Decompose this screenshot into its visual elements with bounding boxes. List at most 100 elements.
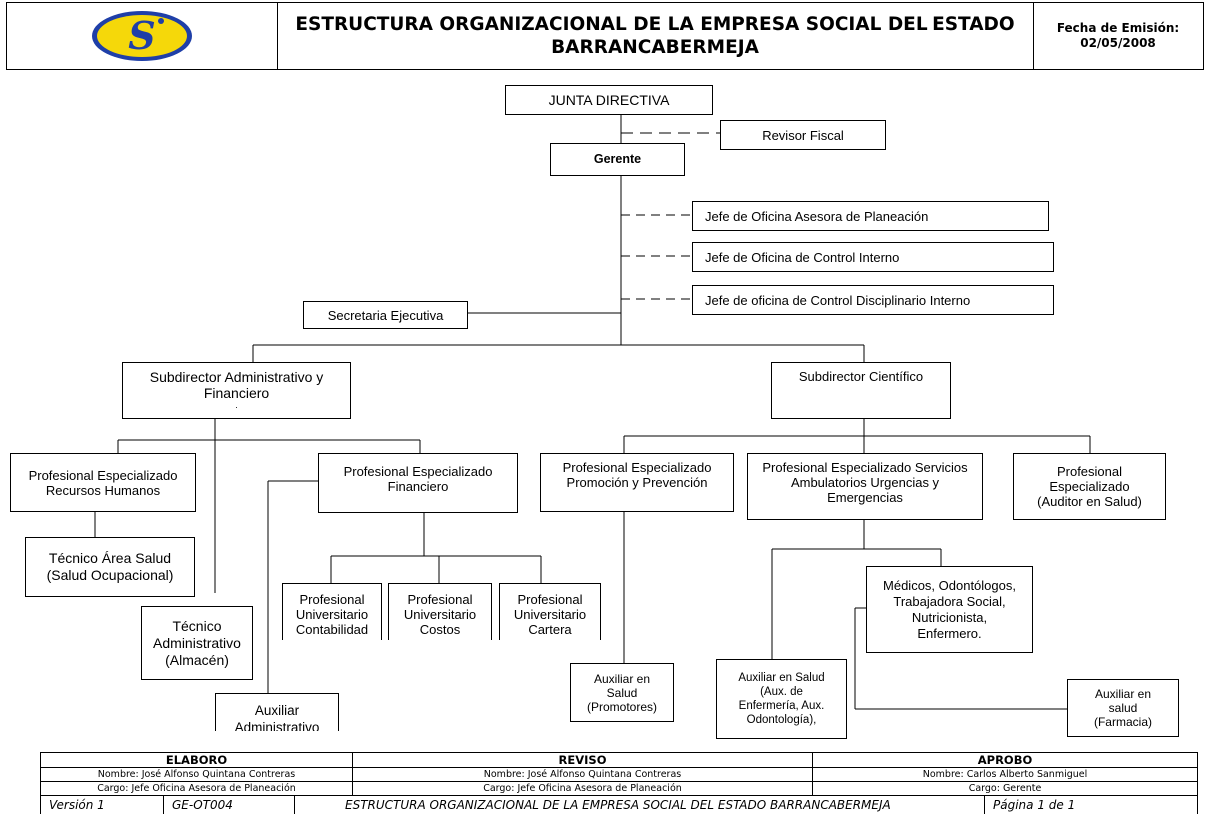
aux-admin-line-1: Auxiliar	[254, 703, 300, 718]
pu-cost-line-3: Costos	[419, 622, 461, 637]
pu-cont-line-3: Contabilidad	[295, 622, 369, 637]
pe-aud-line-2: Especializado	[1049, 479, 1130, 494]
revisor-fiscal-box: Revisor Fiscal	[720, 120, 886, 150]
sub-admin-line-1: Subdirector Administrativo y	[149, 369, 324, 385]
jefe-planeacion-label: Jefe de Oficina Asesora de Planeación	[705, 208, 929, 224]
pu-cart-line-2: Universitario	[513, 607, 587, 622]
jefe-control-interno-box: Jefe de Oficina de Control Interno	[692, 242, 1054, 272]
pe-amb-line-3: Emergencias	[827, 490, 903, 505]
company-logo: S	[92, 11, 192, 61]
pe-rrhh-line-2: Recursos Humanos	[45, 482, 161, 498]
pe-aud-line-1: Profesional	[1056, 464, 1123, 479]
secretaria-ejecutiva-label: Secretaria Ejecutiva	[327, 307, 444, 323]
tec-admin-line-2: Administrativo	[153, 634, 241, 651]
pe-amb-line-2: Ambulatorios Urgencias y	[790, 475, 940, 490]
issue-date-value: 02/05/2008	[1080, 36, 1156, 50]
pe-prom-line-1: Profesional Especializado	[562, 460, 712, 475]
version-strip: Versión 1 GE-OT004 ESTRUCTURA ORGANIZACI…	[40, 796, 1198, 814]
aprobo-nombre: Nombre: Carlos Alberto Sanmiguel	[813, 768, 1197, 782]
reviso-cargo: Cargo: Jefe Oficina Asesora de Planeació…	[483, 783, 682, 794]
pe-fin-line-2: Financiero	[387, 479, 449, 494]
jefe-planeacion-box: Jefe de Oficina Asesora de Planeación	[692, 201, 1049, 231]
reviso-column: REVISO Nombre: José Alfonso Quintana Con…	[353, 753, 813, 795]
pu-cont-line-2: Universitario	[295, 607, 369, 622]
tec-salud-line-2: (Salud Ocupacional)	[46, 567, 174, 583]
medicos-line-2: Trabajadora Social,	[893, 593, 1006, 609]
version-label: Versión 1	[49, 798, 105, 812]
aux-enf-line-4: Odontología),	[746, 714, 817, 726]
sub-admin-line-2: Financiero	[203, 385, 270, 401]
logo-letter: S	[128, 13, 155, 58]
aux-prom-line-3: (Promotores)	[586, 699, 657, 714]
medicos-line-3: Nutricionista,	[911, 609, 988, 625]
subdirector-cientifico-label: Subdirector Científico	[798, 369, 924, 384]
reviso-title: REVISO	[353, 753, 812, 768]
reviso-nombre: Nombre: José Alfonso Quintana Contreras	[353, 768, 812, 782]
approval-table: ELABORO Nombre: José Alfonso Quintana Co…	[40, 752, 1198, 796]
elaboro-nombre: Nombre: José Alfonso Quintana Contreras	[41, 768, 352, 782]
pe-rrhh-line-1: Profesional Especializado	[28, 467, 178, 483]
aprobo-column: APROBO Nombre: Carlos Alberto Sanmiguel …	[813, 753, 1197, 795]
pu-cont-line-1: Profesional	[299, 592, 365, 607]
aux-farm-line-1: Auxiliar en	[1094, 687, 1151, 701]
issue-date-label: Fecha de Emisión:	[1056, 21, 1180, 35]
jefe-control-disciplinario-label: Jefe de oficina de Control Disciplinario…	[705, 292, 971, 308]
title-line-2: ESTADO BARRANCABERMEJA	[551, 14, 1015, 58]
tec-salud-line-1: Técnico Área Salud	[48, 550, 172, 566]
document-title: ESTRUCTURA ORGANIZACIONAL DE LA EMPRESA …	[277, 3, 1034, 69]
tec-admin-line-1: Técnico	[172, 617, 222, 634]
sub-admin-line-3: .	[235, 400, 238, 410]
pu-cost-line-1: Profesional	[407, 592, 473, 607]
tec-admin-line-3: (Almacén)	[165, 651, 229, 668]
aux-admin-line-2: Administrativo	[234, 720, 320, 731]
revisor-fiscal-label: Revisor Fiscal	[762, 127, 844, 143]
medicos-line-4: Enfermero.	[917, 625, 982, 641]
aprobo-title: APROBO	[813, 753, 1197, 768]
junta-directiva-box: JUNTA DIRECTIVA	[505, 85, 713, 115]
document-header: S ESTRUCTURA ORGANIZACIONAL DE LA EMPRES…	[6, 2, 1204, 70]
issue-date: Fecha de Emisión: 02/05/2008	[1033, 3, 1203, 69]
page-number: Página 1 de 1	[984, 796, 1075, 814]
tecnico-area-salud-box: Técnico Área Salud(Salud Ocupacional)	[25, 537, 195, 597]
medicos-line-1: Médicos, Odontólogos,	[883, 577, 1016, 593]
subdirector-cientifico-box: Subdirector Científico	[771, 362, 951, 419]
logo-cell: S	[7, 3, 278, 69]
pe-fin-line-1: Profesional Especializado	[343, 464, 493, 479]
gerente-label: Gerente	[593, 152, 642, 166]
pe-prom-line-2: Promoción y Prevención	[566, 475, 708, 490]
elaboro-cargo: Cargo: Jefe Oficina Asesora de Planeació…	[97, 783, 296, 794]
aprobo-cargo: Cargo: Gerente	[968, 783, 1042, 794]
aux-enf-line-1: Auxiliar en Salud	[738, 672, 825, 684]
pe-aud-line-3: (Auditor en Salud)	[1037, 494, 1142, 509]
pu-cart-line-3: Cartera	[528, 622, 572, 637]
pu-cost-line-2: Universitario	[403, 607, 477, 622]
medicos-odontologos-box: Médicos, Odontólogos,Trabajadora Social,…	[866, 566, 1033, 653]
pu-cart-line-1: Profesional	[517, 592, 583, 607]
aux-prom-line-2: Salud	[606, 685, 638, 700]
aux-prom-line-1: Auxiliar en	[593, 671, 650, 686]
secretaria-ejecutiva-box: Secretaria Ejecutiva	[303, 301, 468, 329]
gerente-box: Gerente	[550, 143, 685, 176]
jefe-control-disciplinario-box: Jefe de oficina de Control Disciplinario…	[692, 285, 1054, 315]
elaboro-title: ELABORO	[41, 753, 352, 768]
junta-directiva-label: JUNTA DIRECTIVA	[548, 91, 670, 108]
aux-farm-line-2: salud	[1108, 701, 1138, 715]
pe-amb-line-1: Profesional Especializado Servicios	[762, 460, 968, 475]
elaboro-column: ELABORO Nombre: José Alfonso Quintana Co…	[41, 753, 353, 795]
title-line-1: ESTRUCTURA ORGANIZACIONAL DE LA EMPRESA …	[295, 14, 928, 35]
code-label: GE-OT004	[163, 796, 233, 814]
footer-doc-title: ESTRUCTURA ORGANIZACIONAL DE LA EMPRESA …	[294, 796, 1045, 814]
aux-enf-line-3: Enfermería, Aux.	[738, 700, 825, 712]
